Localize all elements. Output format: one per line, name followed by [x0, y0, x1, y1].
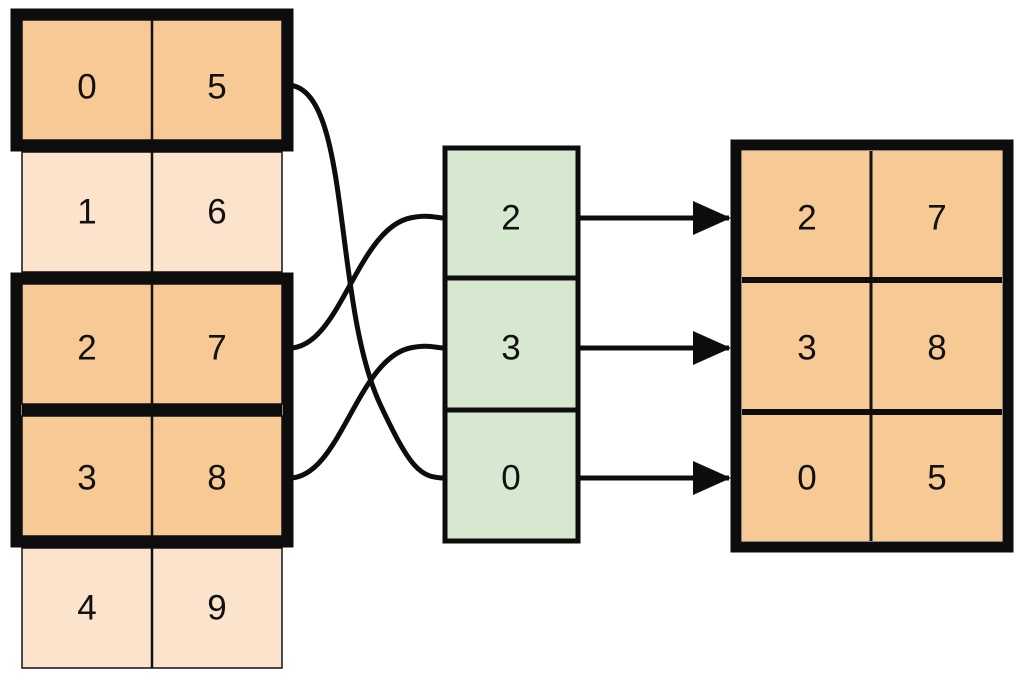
- source-cell-key-2: 2: [77, 329, 96, 368]
- result-cell-key-1: 3: [797, 329, 816, 368]
- result-cell-value-1: 8: [927, 329, 946, 368]
- source-cell-value-3: 8: [207, 459, 226, 498]
- result-row-0[interactable]: 2 7: [797, 199, 946, 238]
- result-cell-value-2: 5: [927, 459, 946, 498]
- index-cell-2-value: 0: [501, 459, 520, 498]
- result-table: 2 7 3 8 0 5: [730, 139, 1014, 553]
- source-row-0[interactable]: 0 5: [10, 8, 294, 152]
- source-row-1[interactable]: 1 6: [21, 151, 283, 273]
- source-cell-key-4: 4: [77, 589, 96, 628]
- result-cell-key-2: 0: [797, 459, 816, 498]
- curve-source-row-2-to-index-cell-0: [287, 213, 446, 351]
- result-arrows: [578, 201, 732, 495]
- source-row-4[interactable]: 4 9: [21, 547, 283, 669]
- index-cell-1[interactable]: 3: [442, 275, 581, 413]
- index-cell-2-background: [442, 407, 581, 544]
- result-table-highlight-border: [730, 139, 1014, 553]
- source-cell-value-4: 9: [207, 589, 226, 628]
- index-cell-2[interactable]: 0: [442, 407, 581, 544]
- curve-source-row-3-to-index-cell-1: [287, 343, 446, 481]
- source-cell-key-3: 3: [77, 459, 96, 498]
- source-table: 0 5 1 6 2 7 3 8: [10, 8, 294, 669]
- result-cell-value-0: 7: [927, 199, 946, 238]
- source-cell-value-0: 5: [207, 68, 226, 107]
- index-cell-0-background: [442, 145, 581, 281]
- result-cell-key-0: 2: [797, 199, 816, 238]
- index-column: 2 3 0: [442, 145, 581, 544]
- source-cell-key-1: 1: [77, 193, 96, 232]
- source-row-3[interactable]: 3 8: [21, 415, 283, 537]
- curve-source-row-0-to-index-cell-2: [287, 82, 446, 481]
- result-row-2[interactable]: 0 5: [797, 459, 946, 498]
- index-cell-0[interactable]: 2: [442, 145, 581, 281]
- source-cell-value-2: 7: [207, 329, 226, 368]
- connector-curves: [287, 82, 446, 481]
- index-cell-1-value: 3: [501, 329, 520, 368]
- index-cell-0-value: 2: [501, 199, 520, 238]
- source-cell-key-0: 0: [77, 68, 96, 107]
- index-cell-1-background: [442, 275, 581, 413]
- result-row-1[interactable]: 3 8: [797, 329, 946, 368]
- source-cell-value-1: 6: [207, 193, 226, 232]
- source-row-2[interactable]: 2 7: [21, 283, 283, 405]
- source-row-0-highlight-border: [10, 8, 294, 152]
- source-rows-2-3-highlight-border: [10, 272, 294, 548]
